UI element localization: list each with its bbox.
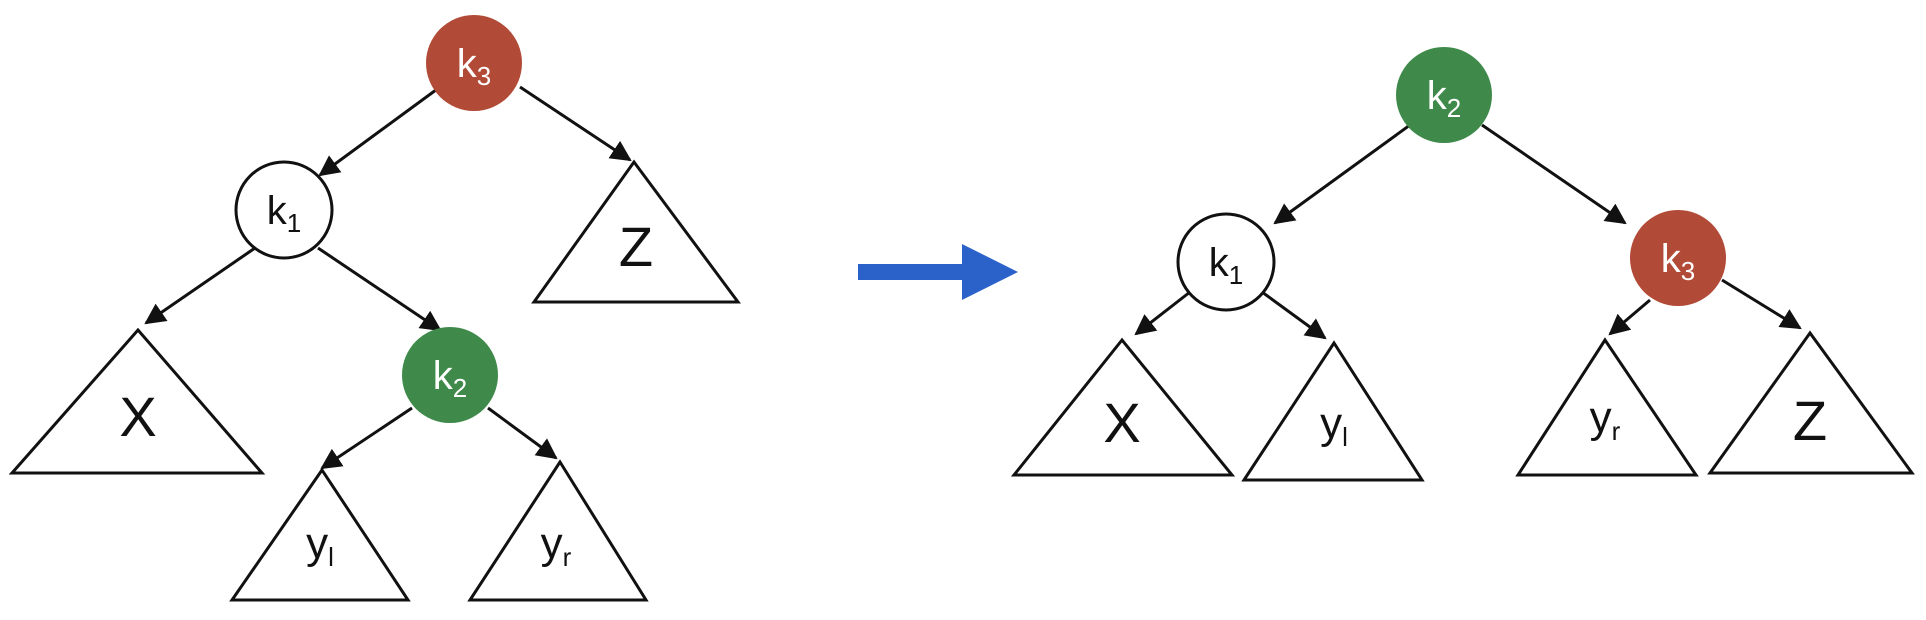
right-subtree-yr — [1515, 337, 1699, 477]
left-node-k3 — [426, 15, 522, 111]
edge-left-k3-z — [519, 85, 632, 162]
right-node-k1 — [1176, 212, 1276, 312]
right-tree: X yl yr Z k2 k1 k3 — [1010, 47, 1915, 482]
edge-right-k2-k1 — [1273, 123, 1411, 225]
left-node-k1-label: k1 — [267, 189, 301, 238]
right-subtree-z — [1707, 330, 1915, 475]
left-subtree-yl-label: yl — [306, 519, 334, 572]
edge-left-k3-k1 — [318, 85, 441, 177]
right-node-k2-label: k2 — [1427, 74, 1461, 123]
left-subtree-z-label: Z — [619, 215, 653, 278]
edge-left-k2-yr — [487, 406, 558, 460]
left-node-k1 — [234, 160, 334, 260]
left-subtree-x — [8, 327, 266, 475]
left-subtree-yl — [229, 467, 411, 602]
edge-left-k1-x — [144, 246, 256, 325]
left-subtree-x-label: X — [119, 385, 156, 448]
left-tree: Z X yl yr k3 k1 k2 — [8, 15, 741, 602]
left-node-k2 — [402, 327, 498, 423]
edge-right-k1-x — [1134, 290, 1191, 336]
edge-right-k3-z — [1721, 278, 1802, 330]
edge-left-k1-k2 — [317, 246, 442, 332]
right-node-k1-label: k1 — [1209, 241, 1243, 290]
left-subtree-yr — [467, 459, 649, 602]
right-node-k3 — [1630, 210, 1726, 306]
right-node-k3-label: k3 — [1661, 237, 1695, 286]
left-subtree-z — [531, 159, 741, 304]
right-subtree-yr-label: yr — [1590, 393, 1621, 446]
edge-right-k3-yr — [1608, 298, 1651, 336]
right-subtree-yl — [1241, 340, 1425, 482]
right-subtree-x-label: X — [1103, 391, 1140, 454]
left-subtree-yr-label: yr — [541, 519, 572, 572]
right-subtree-z-label: Z — [1793, 389, 1827, 452]
right-node-k2 — [1396, 47, 1492, 143]
edge-right-k2-k3 — [1481, 123, 1627, 225]
edge-left-k2-yl — [320, 406, 413, 470]
left-node-k3-label: k3 — [457, 42, 491, 91]
right-arrow-icon — [858, 244, 1018, 300]
edge-right-k1-yl — [1261, 290, 1327, 340]
left-node-k2-label: k2 — [433, 354, 467, 403]
right-subtree-x — [1010, 337, 1236, 477]
right-subtree-yl-label: yl — [1320, 399, 1348, 452]
